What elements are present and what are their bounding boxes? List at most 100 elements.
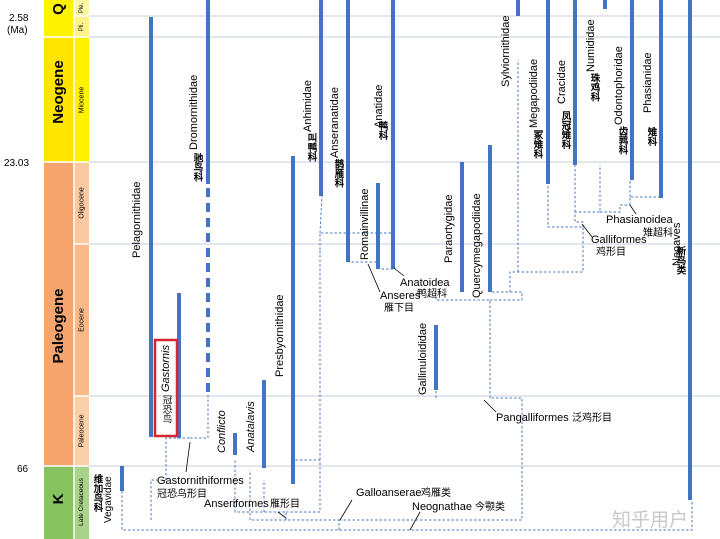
clade-galliformes: Galliformes bbox=[591, 234, 647, 246]
bar-odontophoridae bbox=[630, 0, 634, 180]
epoch-label-pleistocene: Ple. bbox=[79, 3, 85, 14]
taxon-label-presbyornithidae: Presbyornithidae bbox=[274, 294, 286, 377]
taxon-cn-dromornithidae: 驰鸟科 bbox=[192, 152, 204, 182]
clade-cn-anseriformes: 雁形目 bbox=[270, 498, 300, 510]
epoch-pliocene-band bbox=[74, 16, 89, 37]
pointer-gastornithiformes bbox=[185, 441, 191, 473]
taxon-cn-vegavidae: 维加鸟科 bbox=[92, 473, 105, 513]
taxon-label-gallinuloididae: Gallinuloididae bbox=[417, 323, 429, 395]
epoch-label-miocene: Miocene bbox=[78, 87, 85, 114]
bar-numididae bbox=[603, 0, 607, 9]
taxon-label-sylviornithidae: Sylviornithidae bbox=[500, 15, 512, 87]
bar-phasianidae bbox=[659, 0, 663, 198]
clade-cn-galloanserae: 鸡雁类 bbox=[421, 486, 451, 499]
taxon-cn-cracidae: 凤冠雉科 bbox=[560, 111, 572, 150]
taxon-label-quercymegapodiidae: Quercymegapodiidae bbox=[471, 193, 483, 298]
taxon-label-neoaves: Neoaves bbox=[671, 222, 683, 266]
epoch-label-pliocene: Pli. bbox=[79, 23, 85, 32]
period-label-neogene: Neogene bbox=[50, 60, 67, 123]
bar-pelagornithidae bbox=[149, 17, 153, 437]
epoch-label-late-cretaceous: Late Cretaceous bbox=[78, 477, 85, 525]
taxon-label-paraortygidae: Paraortygidae bbox=[443, 195, 455, 264]
clade-phasianoidea: Phasianoidea bbox=[606, 214, 674, 226]
age-label-23-03: 23.03 bbox=[4, 158, 29, 169]
clade-neognathae: Neognathae bbox=[412, 501, 472, 513]
clade-cn-anatoidea: 鸭超科 bbox=[417, 287, 447, 300]
bar-anseranatidae bbox=[346, 0, 350, 262]
clade-cn-gastornithiformes: 冠恐鸟形目 bbox=[157, 487, 207, 500]
tree-connectors bbox=[121, 60, 693, 531]
gastornis-highlight: Gastornis 冠恐鸟 bbox=[153, 338, 179, 438]
pointer-galliformes bbox=[581, 223, 593, 238]
bar-conflicto bbox=[233, 433, 237, 455]
chinese-labels: 维加鸟科 驰鸟科 叫鸭科 鹊雁科 鸭科 冢雉科 凤冠雉科 珠鸡科 齿鹑科 雉科 … bbox=[92, 72, 687, 513]
taxon-cn-anseranatidae: 鹊雁科 bbox=[333, 158, 345, 188]
taxon-label-cracidae: Cracidae bbox=[556, 60, 568, 104]
bar-anatalavis bbox=[262, 380, 266, 468]
epoch-late-cretaceous-band bbox=[74, 466, 89, 539]
bar-quercymegapodiidae bbox=[488, 145, 492, 292]
pointer-anatoidea bbox=[393, 267, 405, 277]
clade-anseriformes: Anseriformes bbox=[204, 498, 269, 510]
epoch-eocene-band bbox=[74, 244, 89, 396]
watermark: 知乎用户 bbox=[612, 509, 688, 531]
epoch-pleistocene-band bbox=[74, 0, 89, 16]
clade-labels: Gastornithiformes 冠恐鸟形目 Anseriformes 雁形目… bbox=[157, 204, 674, 531]
clade-galloanserae: Galloanserae bbox=[356, 487, 421, 499]
bar-anatidae bbox=[391, 0, 395, 269]
age-label-2-58: 2.58 bbox=[9, 13, 29, 24]
taxon-label-numididae: Numididae bbox=[585, 19, 597, 72]
period-label-k: K bbox=[50, 493, 67, 504]
taxon-label-conflicto: Conflicto bbox=[216, 410, 228, 453]
clade-cn-anseres: 雁下目 bbox=[384, 302, 414, 314]
period-neogene-band bbox=[44, 37, 74, 162]
bar-neoaves bbox=[688, 0, 692, 500]
taxon-label-anseranatidae: Anseranatidae bbox=[329, 87, 341, 158]
bar-gallinuloididae bbox=[434, 325, 438, 390]
clade-pangalliformes: Pangalliformes bbox=[496, 412, 569, 424]
taxon-label-phasianidae: Phasianidae bbox=[642, 52, 654, 113]
epoch-label-eocene: Eocene bbox=[78, 308, 85, 332]
bar-paraortygidae bbox=[460, 162, 464, 292]
taxon-labels: Pelagornithidae Dromornithidae Conflicto… bbox=[103, 15, 683, 523]
taxon-label-gastornis: Gastornis bbox=[160, 344, 172, 392]
taxon-cn-anatidae: 鸭科 bbox=[377, 120, 389, 141]
pointer-anseres bbox=[367, 263, 381, 293]
taxon-label-anhimidae: Anhimidae bbox=[302, 80, 314, 132]
clade-cn-galliformes: 鸡形目 bbox=[596, 245, 626, 258]
bar-presbyornithidae bbox=[291, 156, 295, 484]
clade-cn-neognathae: 今颚类 bbox=[475, 500, 505, 513]
clade-cn-pangalliformes: 泛鸡形目 bbox=[572, 411, 612, 424]
pointer-phasianoidea bbox=[629, 204, 637, 215]
pointer-pangalliformes bbox=[483, 399, 497, 413]
bar-romainvillinae bbox=[376, 183, 380, 269]
taxon-cn-numididae: 珠鸡科 bbox=[589, 72, 602, 102]
taxon-label-anatalavis: Anatalavis bbox=[245, 401, 257, 453]
taxon-cn-neoaves: 新鸟类 bbox=[675, 245, 687, 275]
period-label-q: Q bbox=[50, 3, 67, 15]
age-label-unit: (Ma) bbox=[7, 25, 28, 36]
taxon-label-anatidae: Anatidae bbox=[373, 85, 385, 128]
taxon-cn-megapodiidae: 冢雉科 bbox=[532, 130, 544, 159]
bar-vegavidae bbox=[120, 466, 124, 491]
taxon-label-vegavidae: Vegavidae bbox=[103, 476, 114, 523]
bar-gastornis bbox=[177, 293, 181, 438]
age-label-66: 66 bbox=[17, 464, 29, 475]
pointer-neognathae bbox=[409, 511, 421, 531]
bar-anhimidae bbox=[319, 0, 323, 196]
period-label-paleogene: Paleogene bbox=[50, 288, 67, 363]
taxon-label-pelagornithidae: Pelagornithidae bbox=[131, 182, 143, 258]
clade-gastornithiformes: Gastornithiformes bbox=[157, 475, 244, 487]
gastornis-highlight-box bbox=[153, 338, 179, 438]
pointer-anseriformes bbox=[277, 511, 287, 519]
taxon-label-megapodiidae: Megapodiidae bbox=[528, 59, 540, 128]
epoch-label-paleocene: Paleocene bbox=[78, 414, 85, 447]
bar-dromornithidae bbox=[206, 0, 210, 184]
time-scale: Q Neogene Paleogene K Ple. Pli. Miocene … bbox=[4, 0, 89, 539]
taxon-cn-anhimidae: 叫鸭科 bbox=[306, 132, 318, 162]
epoch-paleocene-band bbox=[74, 396, 89, 466]
clade-anatoidea: Anatoidea bbox=[400, 277, 450, 289]
taxon-label-romainvillinae: Romainvillinae bbox=[359, 188, 371, 260]
bar-sylviornithidae bbox=[516, 0, 520, 16]
